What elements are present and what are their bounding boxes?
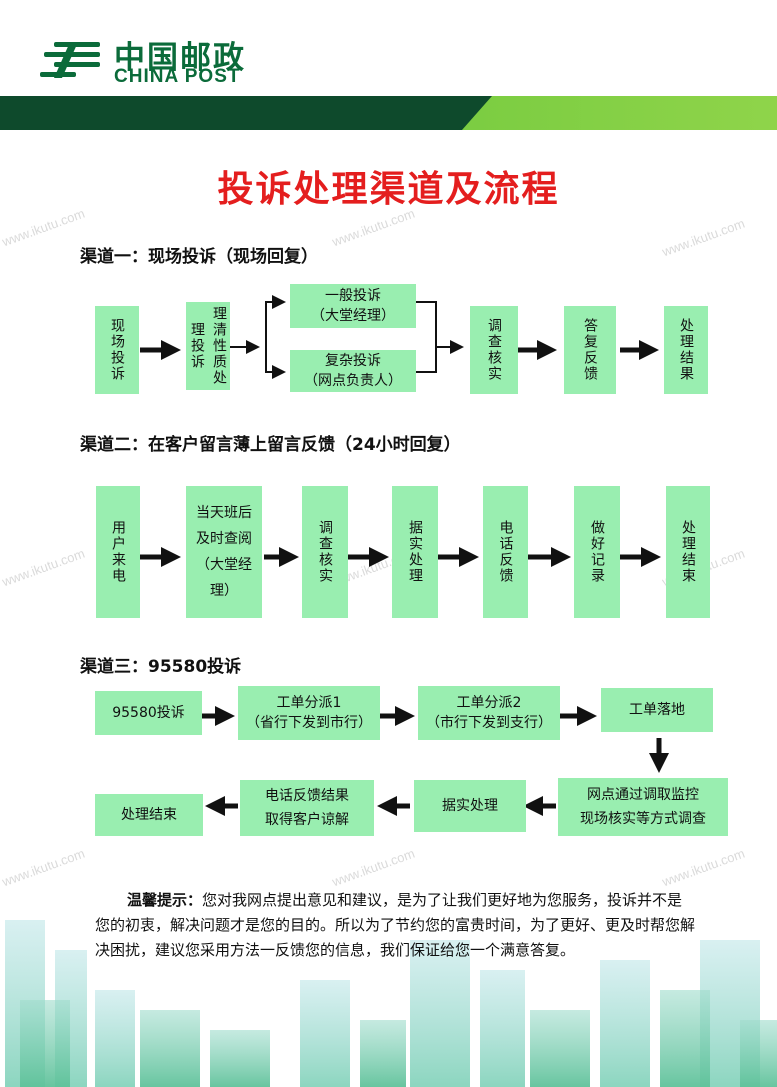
ch1-reply: 答复反馈: [564, 306, 616, 394]
city-skyline-decoration: [5, 920, 777, 1087]
channel1-heading: 渠道一：现场投诉（现场回复）: [80, 247, 318, 267]
warm-tip-label: 温馨提示：: [127, 891, 203, 909]
ch1-result: 处理结果: [664, 306, 708, 394]
china-post-logo-icon: [40, 42, 100, 78]
ch3-monitor-investigation: 网点通过调取监控现场核实等方式调查: [558, 778, 728, 836]
ch3-dispatch1: 工单分派1（省行下发到市行）: [238, 686, 380, 740]
ch1-onsite-complaint: 现场投诉: [95, 306, 139, 394]
ch3-landing: 工单落地: [601, 688, 713, 732]
ch2-handle: 据实处理: [392, 486, 438, 618]
ch2-investigate: 调查核实: [302, 486, 348, 618]
ch1-general-complaint: 一般投诉（大堂经理）: [290, 284, 416, 328]
ch1-classify: 理清性质处理投诉: [186, 302, 230, 390]
logo-english-name: CHINA POST: [114, 66, 241, 87]
channel3-heading: 渠道三：95580投诉: [80, 657, 242, 677]
logo-chinese-name: 中国邮政: [114, 40, 246, 76]
header-band: [0, 96, 777, 130]
ch2-record: 做好记录: [574, 486, 620, 618]
page-title: 投诉处理渠道及流程: [217, 169, 560, 210]
ch3-95580-complaint: 95580投诉: [95, 691, 202, 735]
warm-tip-paragraph: 温馨提示：您对我网点提出意见和建议，是为了让我们更好地为您服务，投诉并不是您的初…: [95, 888, 695, 963]
warm-tip-text: 您对我网点提出意见和建议，是为了让我们更好地为您服务，投诉并不是您的初衷，解决问…: [95, 891, 696, 959]
ch3-handle: 据实处理: [414, 780, 526, 832]
channel2-heading: 渠道二：在客户留言薄上留言反馈（24小时回复）: [80, 435, 461, 455]
ch2-same-day-review: 当天班后及时查阅 （大堂经理）: [186, 486, 262, 618]
ch1-complex-complaint: 复杂投诉（网点负责人）: [290, 350, 416, 392]
ch3-phone-result: 电话反馈结果取得客户谅解: [240, 780, 374, 836]
ch1-investigate: 调查核实: [470, 306, 518, 394]
ch2-end: 处理结束: [666, 486, 710, 618]
ch2-user-call: 用户来电: [96, 486, 140, 618]
ch3-dispatch2: 工单分派2（市行下发到支行）: [418, 686, 560, 740]
ch3-end: 处理结束: [95, 794, 203, 836]
ch2-phone-feedback: 电话反馈: [483, 486, 528, 618]
